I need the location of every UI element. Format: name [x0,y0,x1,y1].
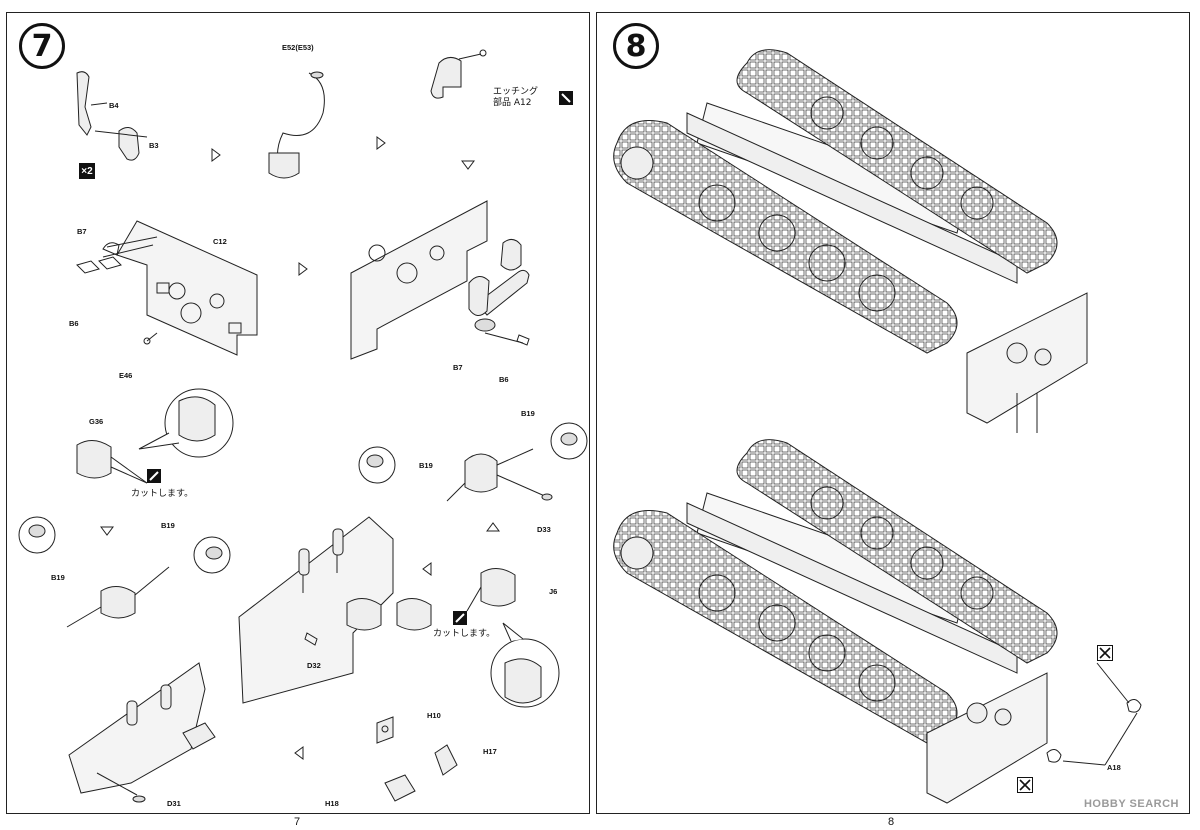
part-label-e46: E46 [119,371,133,380]
part-label-b6: B6 [69,319,79,328]
page-number-right: 8 [888,816,895,828]
part-label-b19: B19 [419,461,433,470]
part-label-h18: H18 [325,799,339,808]
part-label-j6: J6 [549,587,558,596]
part-label-b4: B4 [109,101,119,110]
multiplier-badge: ×2 [79,163,95,179]
part-label-e52: E52(E53) [282,43,314,52]
step-number-badge: 8 [613,23,659,69]
part-label-b7-right: B7 [453,363,463,372]
page-number-left: 7 [294,816,301,828]
no-glue-icon [1017,777,1033,793]
part-label-g36: G36 [89,417,104,426]
part-label-b6-right: B6 [499,375,509,384]
cut-note: カットします。 [131,489,194,499]
photo-etch-icon [559,91,573,105]
step-number-badge: 7 [19,23,65,69]
part-label-d33: D33 [537,525,551,534]
part-label-b19: B19 [161,521,175,530]
part-label-b19: B19 [521,409,535,418]
part-label-c12: C12 [213,237,227,246]
part-label-d31: D31 [167,799,181,808]
part-label-h10: H10 [427,711,441,720]
step-8-line-art [613,49,1142,804]
instruction-page-step-8: 8 [596,12,1190,814]
instruction-page-step-7: 7 [6,12,590,814]
part-label-b19: B19 [51,573,65,582]
cut-note: カットします。 [433,629,496,639]
arrow-icon [100,136,500,760]
watermark: HOBBY SEARCH [1083,798,1179,810]
part-label-b3: B3 [149,141,159,150]
part-label-a18: A18 [1107,763,1121,772]
part-label-h17: H17 [483,747,497,756]
cut-knife-icon [147,469,161,483]
no-glue-icon [1097,645,1113,661]
part-label-b7: B7 [77,227,87,236]
step-7-line-art [18,49,588,803]
cut-knife-icon [453,611,467,625]
etching-note: エッチング 部品 A12 [493,87,539,108]
part-label-d32: D32 [307,661,321,670]
